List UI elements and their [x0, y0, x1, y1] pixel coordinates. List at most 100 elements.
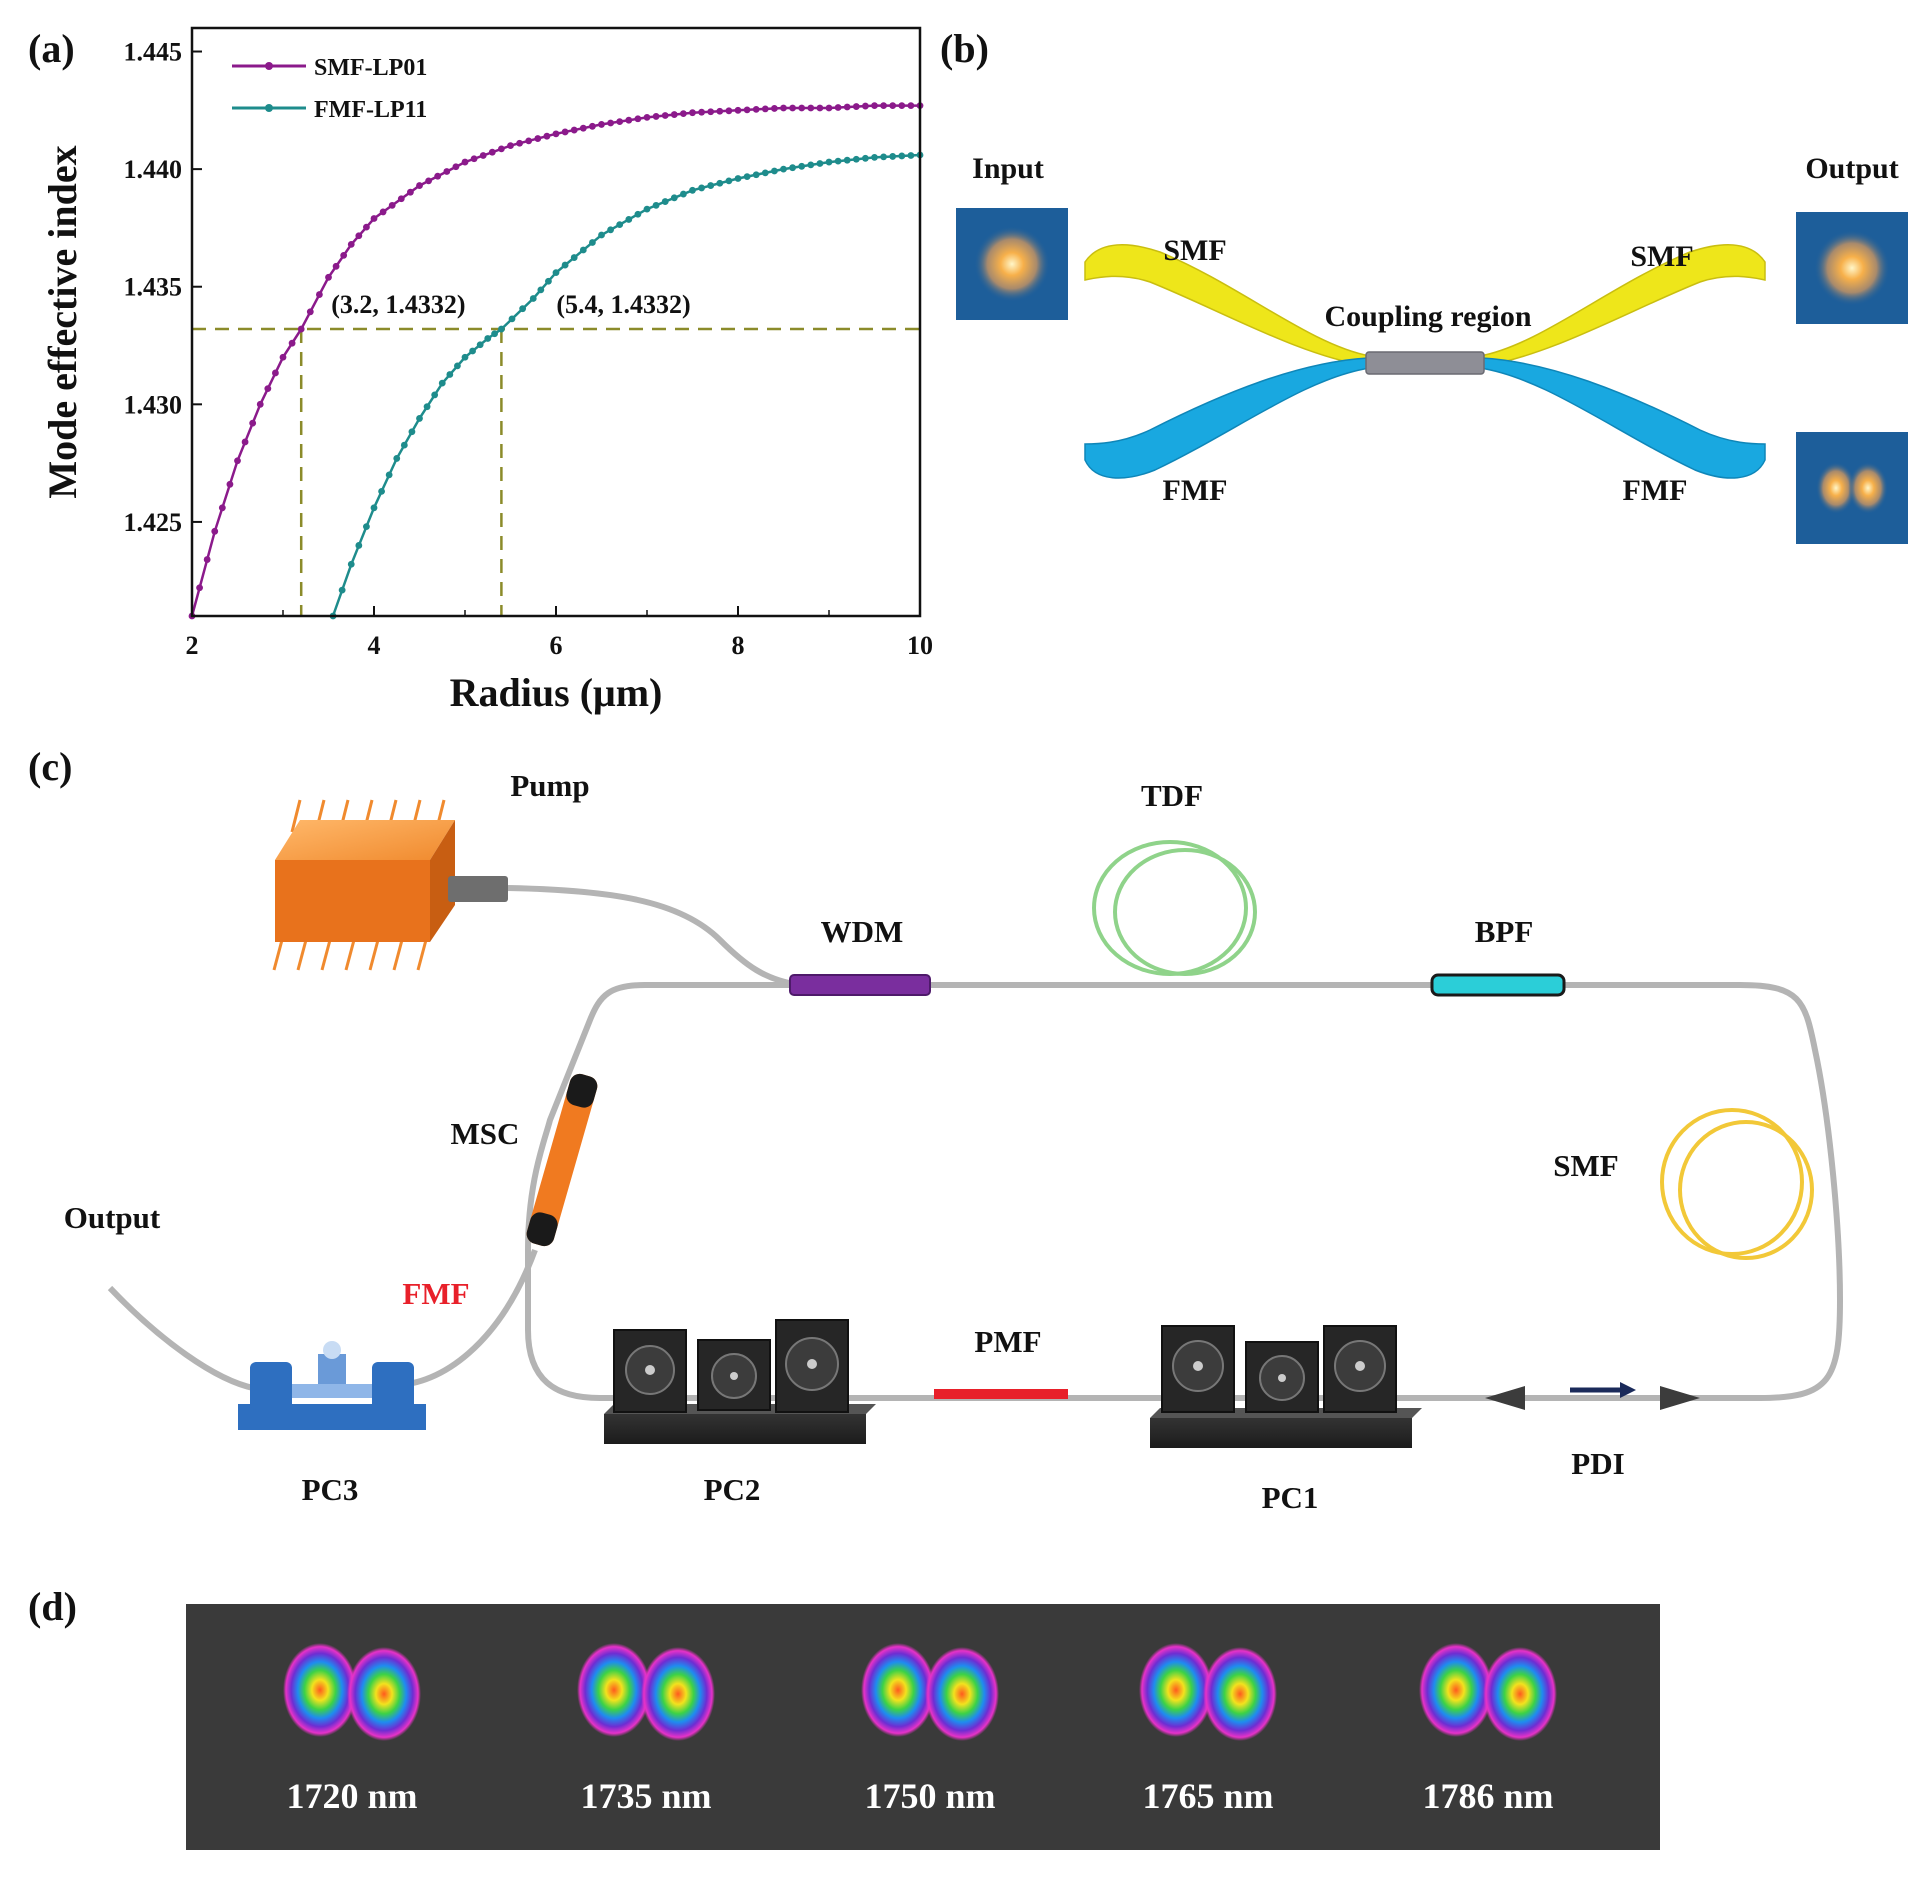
series-marker	[507, 142, 514, 150]
series-marker	[470, 155, 478, 163]
series-marker	[443, 168, 451, 175]
series-marker	[843, 103, 851, 111]
series-marker	[871, 153, 878, 161]
series-marker	[552, 269, 560, 277]
plot-frame	[190, 26, 922, 618]
series-marker	[634, 210, 642, 218]
legend-marker	[265, 104, 273, 112]
series-marker	[598, 121, 605, 128]
series-marker	[347, 560, 355, 568]
wdm-component	[789, 974, 931, 996]
series-marker	[370, 504, 378, 512]
y-axis-label: Mode effective index	[40, 145, 85, 498]
series-marker	[400, 441, 408, 449]
output-fmf-lobe-left	[1816, 462, 1856, 514]
chart-series	[188, 102, 924, 620]
series-marker	[761, 169, 769, 177]
series-marker	[761, 105, 769, 113]
series-marker	[643, 113, 651, 121]
msc-label: MSC	[451, 1116, 520, 1151]
series-marker	[534, 135, 542, 142]
pc2-controller	[604, 1319, 876, 1444]
mode-lobe-right	[641, 1647, 715, 1741]
pc1-label: PC1	[1262, 1480, 1319, 1515]
series-marker	[249, 419, 257, 427]
series-marker	[807, 161, 815, 169]
series-marker	[825, 158, 833, 166]
series-marker	[393, 455, 401, 462]
pc1-controller	[1150, 1325, 1422, 1448]
output-fmf-lobe-right	[1848, 462, 1888, 514]
panel-label-c: (c)	[28, 744, 72, 789]
x-tick-label: 2	[186, 631, 199, 660]
output-label: Output	[1805, 152, 1898, 185]
fmf-right-label: FMF	[1623, 474, 1688, 507]
series-marker	[680, 110, 687, 118]
series-marker	[537, 286, 545, 294]
series-marker	[725, 107, 733, 115]
series-marker	[355, 232, 363, 240]
mode-lobe-right	[1203, 1647, 1277, 1741]
coupler-diagram: Input Output SMF SMF Coupling region FMF…	[956, 152, 1908, 544]
mode-lobe-left	[577, 1643, 651, 1737]
series-marker	[452, 163, 460, 171]
series-marker	[226, 480, 234, 488]
panel-label-b: (b)	[940, 26, 989, 71]
series-marker	[340, 251, 348, 259]
series-line-1	[331, 153, 921, 617]
mode-lobe-right	[347, 1647, 421, 1741]
mode-lobe-right	[925, 1647, 999, 1741]
fmf-label-c: FMF	[402, 1276, 469, 1311]
legend-marker	[265, 62, 273, 70]
mode-lobe-right	[1483, 1647, 1557, 1741]
series-marker	[355, 542, 363, 549]
series-marker	[616, 118, 624, 126]
series-marker	[332, 262, 340, 270]
series-marker	[889, 102, 897, 110]
series-marker	[807, 104, 815, 112]
series-marker	[279, 353, 287, 361]
series-marker	[652, 113, 660, 120]
y-tick-label: 1.435	[124, 273, 183, 302]
series-marker	[816, 160, 824, 167]
series-marker	[525, 137, 533, 145]
series-marker	[484, 335, 492, 342]
series-marker	[634, 115, 642, 123]
y-tick-label: 1.430	[124, 390, 183, 419]
msc-component	[526, 1073, 598, 1247]
series-marker	[689, 109, 696, 117]
mode-lobe-left	[1419, 1643, 1493, 1737]
smf-label: SMF	[1553, 1148, 1618, 1183]
series-marker	[498, 325, 505, 333]
laser-cavity-diagram: Pump TDF WDM BPF MSC SMF Output FMF PMF …	[64, 768, 1844, 1515]
series-marker	[743, 106, 751, 114]
series-marker	[707, 182, 715, 189]
series-marker	[771, 105, 778, 112]
series-marker	[407, 188, 414, 196]
series-marker	[670, 194, 678, 202]
wavelength-label: 1720 nm	[286, 1776, 417, 1816]
series-marker	[880, 102, 887, 110]
series-marker	[461, 353, 469, 361]
series-marker	[241, 438, 249, 446]
series-marker	[734, 175, 742, 182]
series-marker	[306, 308, 314, 316]
series-marker	[416, 182, 423, 189]
series-marker	[852, 103, 860, 110]
series-marker	[780, 165, 787, 173]
series-marker	[589, 122, 596, 130]
series-marker	[434, 172, 442, 180]
y-tick-label: 1.440	[124, 155, 183, 184]
series-marker	[652, 201, 660, 209]
panel-label-a: (a)	[28, 26, 75, 71]
series-marker	[264, 385, 272, 393]
series-marker	[479, 152, 487, 159]
y-tick-label: 1.445	[124, 38, 183, 67]
series-marker	[272, 369, 279, 377]
x-tick-label: 4	[368, 631, 381, 660]
series-marker	[545, 277, 552, 285]
wavelength-label: 1786 nm	[1422, 1776, 1553, 1816]
series-marker	[454, 362, 461, 370]
x-tick-label: 8	[732, 631, 745, 660]
series-marker	[789, 104, 796, 112]
